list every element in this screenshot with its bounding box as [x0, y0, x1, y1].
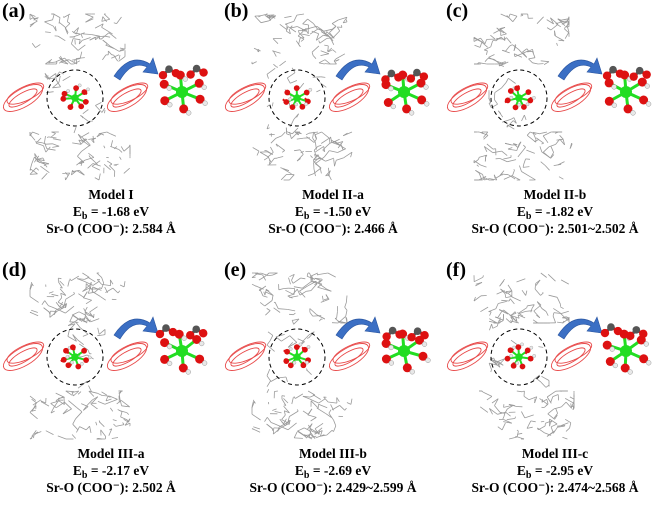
sr-cluster-small: [282, 85, 313, 110]
framework-skeleton: [29, 272, 131, 440]
binding-energy: Eb = -2.95 eV: [516, 463, 594, 481]
binding-site-highlight: [268, 328, 326, 386]
sr-o-distance: Sr-O (COO⁻): 2.501~2.502 Å: [471, 221, 639, 236]
sr-o-distance: Sr-O (COO⁻): 2.584 Å: [46, 221, 176, 236]
sr-cluster-small: [60, 344, 92, 370]
binding-site-highlight: [490, 69, 548, 127]
model-name: Model II-b: [523, 187, 587, 202]
curved-arrow: [335, 316, 381, 340]
crown-ether-rings: [2, 82, 149, 112]
sr-cluster-small: [504, 342, 537, 370]
binding-energy: Eb = -2.17 eV: [72, 463, 150, 481]
binding-energy: Eb = -2.69 eV: [294, 463, 372, 481]
binding-energy: Eb = -1.68 eV: [72, 204, 150, 222]
model-name: Model III-a: [77, 446, 145, 461]
model-name: Model II-a: [302, 187, 364, 202]
crown-ether-rings: [2, 341, 149, 371]
sr-cluster-small: [283, 342, 311, 369]
panel-label: (b): [224, 0, 249, 22]
curved-arrow: [335, 57, 381, 81]
structure-diagram: [2, 13, 208, 181]
binding-site-highlight: [46, 69, 104, 127]
framework-skeleton: [251, 13, 353, 181]
crown-ether-rings: [224, 341, 371, 371]
structure-diagram: [224, 13, 430, 181]
curved-arrow: [113, 57, 159, 81]
curved-arrow: [557, 316, 603, 340]
binding-site-highlight: [490, 328, 548, 386]
crown-ether-rings: [446, 341, 593, 371]
sr-cluster-enlarged: [158, 64, 208, 116]
sr-o-distance: Sr-O (COO⁻): 2.466 Å: [268, 221, 398, 236]
sr-cluster-enlarged: [602, 65, 652, 116]
framework-skeleton: [251, 272, 353, 440]
panel-label: (d): [2, 259, 27, 281]
panel-a: (a) Model I Eb = -1.68 eV Sr-O (COO⁻): 2…: [0, 0, 222, 259]
sr-o-distance: Sr-O (COO⁻): 2.474~2.568 Å: [471, 480, 639, 495]
model-name: Model III-c: [521, 446, 589, 461]
sr-cluster-enlarged: [155, 324, 208, 375]
binding-site-highlight: [46, 328, 104, 386]
binding-energy: Eb = -1.50 eV: [294, 204, 372, 222]
framework-skeleton: [473, 272, 575, 440]
panel-f: (f) Model III-c Eb = -2.95 eV Sr-O (COO⁻…: [444, 259, 666, 518]
sr-o-distance: Sr-O (COO⁻): 2.429~2.599 Å: [249, 480, 417, 495]
crown-ether-rings: [446, 82, 593, 112]
sr-cluster-enlarged: [600, 323, 652, 375]
panel-label: (f): [446, 259, 466, 281]
curved-arrow: [113, 316, 159, 340]
panel-b: (b) Model II-a Eb = -1.50 eV Sr-O (COO⁻)…: [222, 0, 444, 259]
structure-diagram: [446, 272, 652, 440]
framework-skeleton: [473, 13, 573, 181]
panel-label: (a): [2, 0, 26, 22]
sr-cluster-small: [60, 83, 90, 110]
sr-cluster-small: [504, 84, 536, 111]
model-name: Model I: [88, 187, 134, 202]
panel-c: (c) Model II-b Eb = -1.82 eV Sr-O (COO⁻)…: [444, 0, 666, 259]
binding-energy: Eb = -1.82 eV: [516, 204, 594, 222]
crown-ether-rings: [224, 82, 371, 112]
panel-label: (c): [446, 0, 469, 22]
panel-e: (e) Model III-b Eb = -2.69 eV Sr-O (COO⁻…: [222, 259, 444, 518]
framework-skeleton: [29, 13, 131, 181]
curved-arrow: [557, 57, 603, 81]
sr-o-distance: Sr-O (COO⁻): 2.502 Å: [46, 480, 176, 495]
panel-label: (e): [224, 259, 247, 281]
structure-diagram: [224, 272, 431, 440]
structure-diagram: [2, 272, 208, 440]
structure-diagram: [446, 13, 652, 181]
model-name: Model III-b: [299, 446, 367, 461]
sr-cluster-enlarged: [381, 68, 430, 116]
binding-site-highlight: [268, 69, 326, 127]
sr-cluster-enlarged: [381, 326, 431, 375]
panel-d: (d) Model III-a Eb = -2.17 eV Sr-O (COO⁻…: [0, 259, 222, 518]
